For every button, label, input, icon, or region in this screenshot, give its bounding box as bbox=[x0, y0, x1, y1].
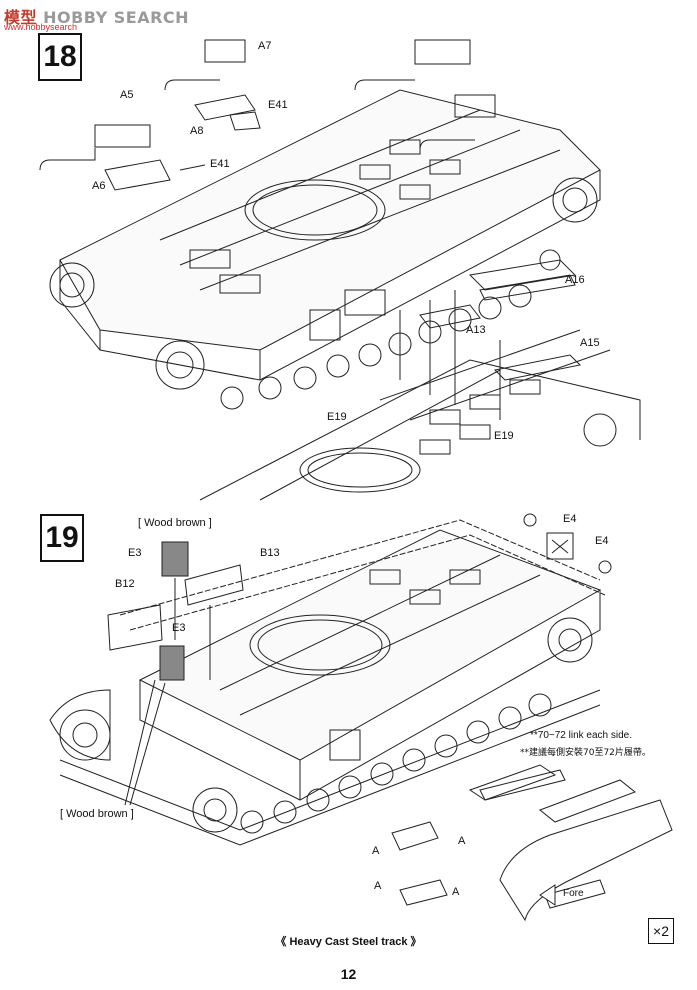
callout-e4-top: E4 bbox=[563, 513, 577, 525]
page-number: 12 bbox=[340, 966, 357, 982]
callout-fore: Fore bbox=[563, 888, 584, 899]
multiplier-badge: ×2 bbox=[648, 918, 674, 944]
callout-wood-brown-bottom: [ Wood brown ] bbox=[60, 808, 134, 820]
watermark-site: www.hobbysearch bbox=[4, 22, 78, 32]
fore-arrow bbox=[539, 879, 606, 909]
callout-b12: B12 bbox=[115, 578, 135, 590]
callout-a-top-right: A bbox=[458, 835, 466, 847]
step-19-number: 19 bbox=[40, 514, 84, 562]
note-link-count-zh: **建議每側安裝70至72片履帶。 bbox=[520, 748, 651, 758]
step19-track-links bbox=[391, 764, 673, 922]
callout-a-bottom-left: A bbox=[374, 880, 382, 892]
step18-hull-main bbox=[59, 89, 601, 381]
callout-e19-left: E19 bbox=[327, 411, 347, 423]
callout-b13: B13 bbox=[260, 547, 280, 559]
callout-e41-mid: E41 bbox=[210, 158, 230, 170]
callout-a6: A6 bbox=[92, 180, 106, 192]
step19-road-wheels bbox=[240, 693, 552, 834]
callout-a7: A7 bbox=[258, 40, 272, 52]
callout-e4-right: E4 bbox=[595, 535, 609, 547]
callout-a-top-left: A bbox=[372, 845, 380, 857]
callout-a15: A15 bbox=[580, 337, 600, 349]
callout-a8: A8 bbox=[190, 125, 204, 137]
callout-a5: A5 bbox=[120, 89, 134, 101]
step18-lower-chassis bbox=[199, 290, 641, 501]
callout-a-bottom-right: A bbox=[452, 886, 460, 898]
note-link-count-en: **70~72 link each side. bbox=[530, 730, 633, 741]
track-name-caption: 《 Heavy Cast Steel track 》 bbox=[275, 936, 422, 948]
callout-e41-top: E41 bbox=[268, 99, 288, 111]
step-18-number: 18 bbox=[38, 33, 82, 81]
callout-wood-brown-top: [ Wood brown ] bbox=[138, 517, 212, 529]
callout-e19-right: E19 bbox=[494, 430, 514, 442]
step19-parts bbox=[107, 513, 612, 806]
step19-track-upper bbox=[119, 519, 606, 631]
step18-parts-a16-a15 bbox=[419, 259, 582, 381]
watermark-cn: 模型 bbox=[4, 8, 38, 27]
step19-hull-main bbox=[138, 529, 602, 801]
step18-track-wheels-front bbox=[49, 177, 598, 390]
callout-e3-top: E3 bbox=[128, 547, 142, 559]
watermark: 模型 HOBBY SEARCH bbox=[4, 4, 189, 28]
callout-a13: A13 bbox=[466, 324, 486, 336]
step19-track-lower bbox=[49, 617, 601, 846]
watermark-brand: HOBBY SEARCH bbox=[43, 8, 190, 27]
callout-e3-mid: E3 bbox=[172, 622, 186, 634]
step18-pipes bbox=[39, 39, 496, 191]
callout-a16: A16 bbox=[565, 274, 585, 286]
